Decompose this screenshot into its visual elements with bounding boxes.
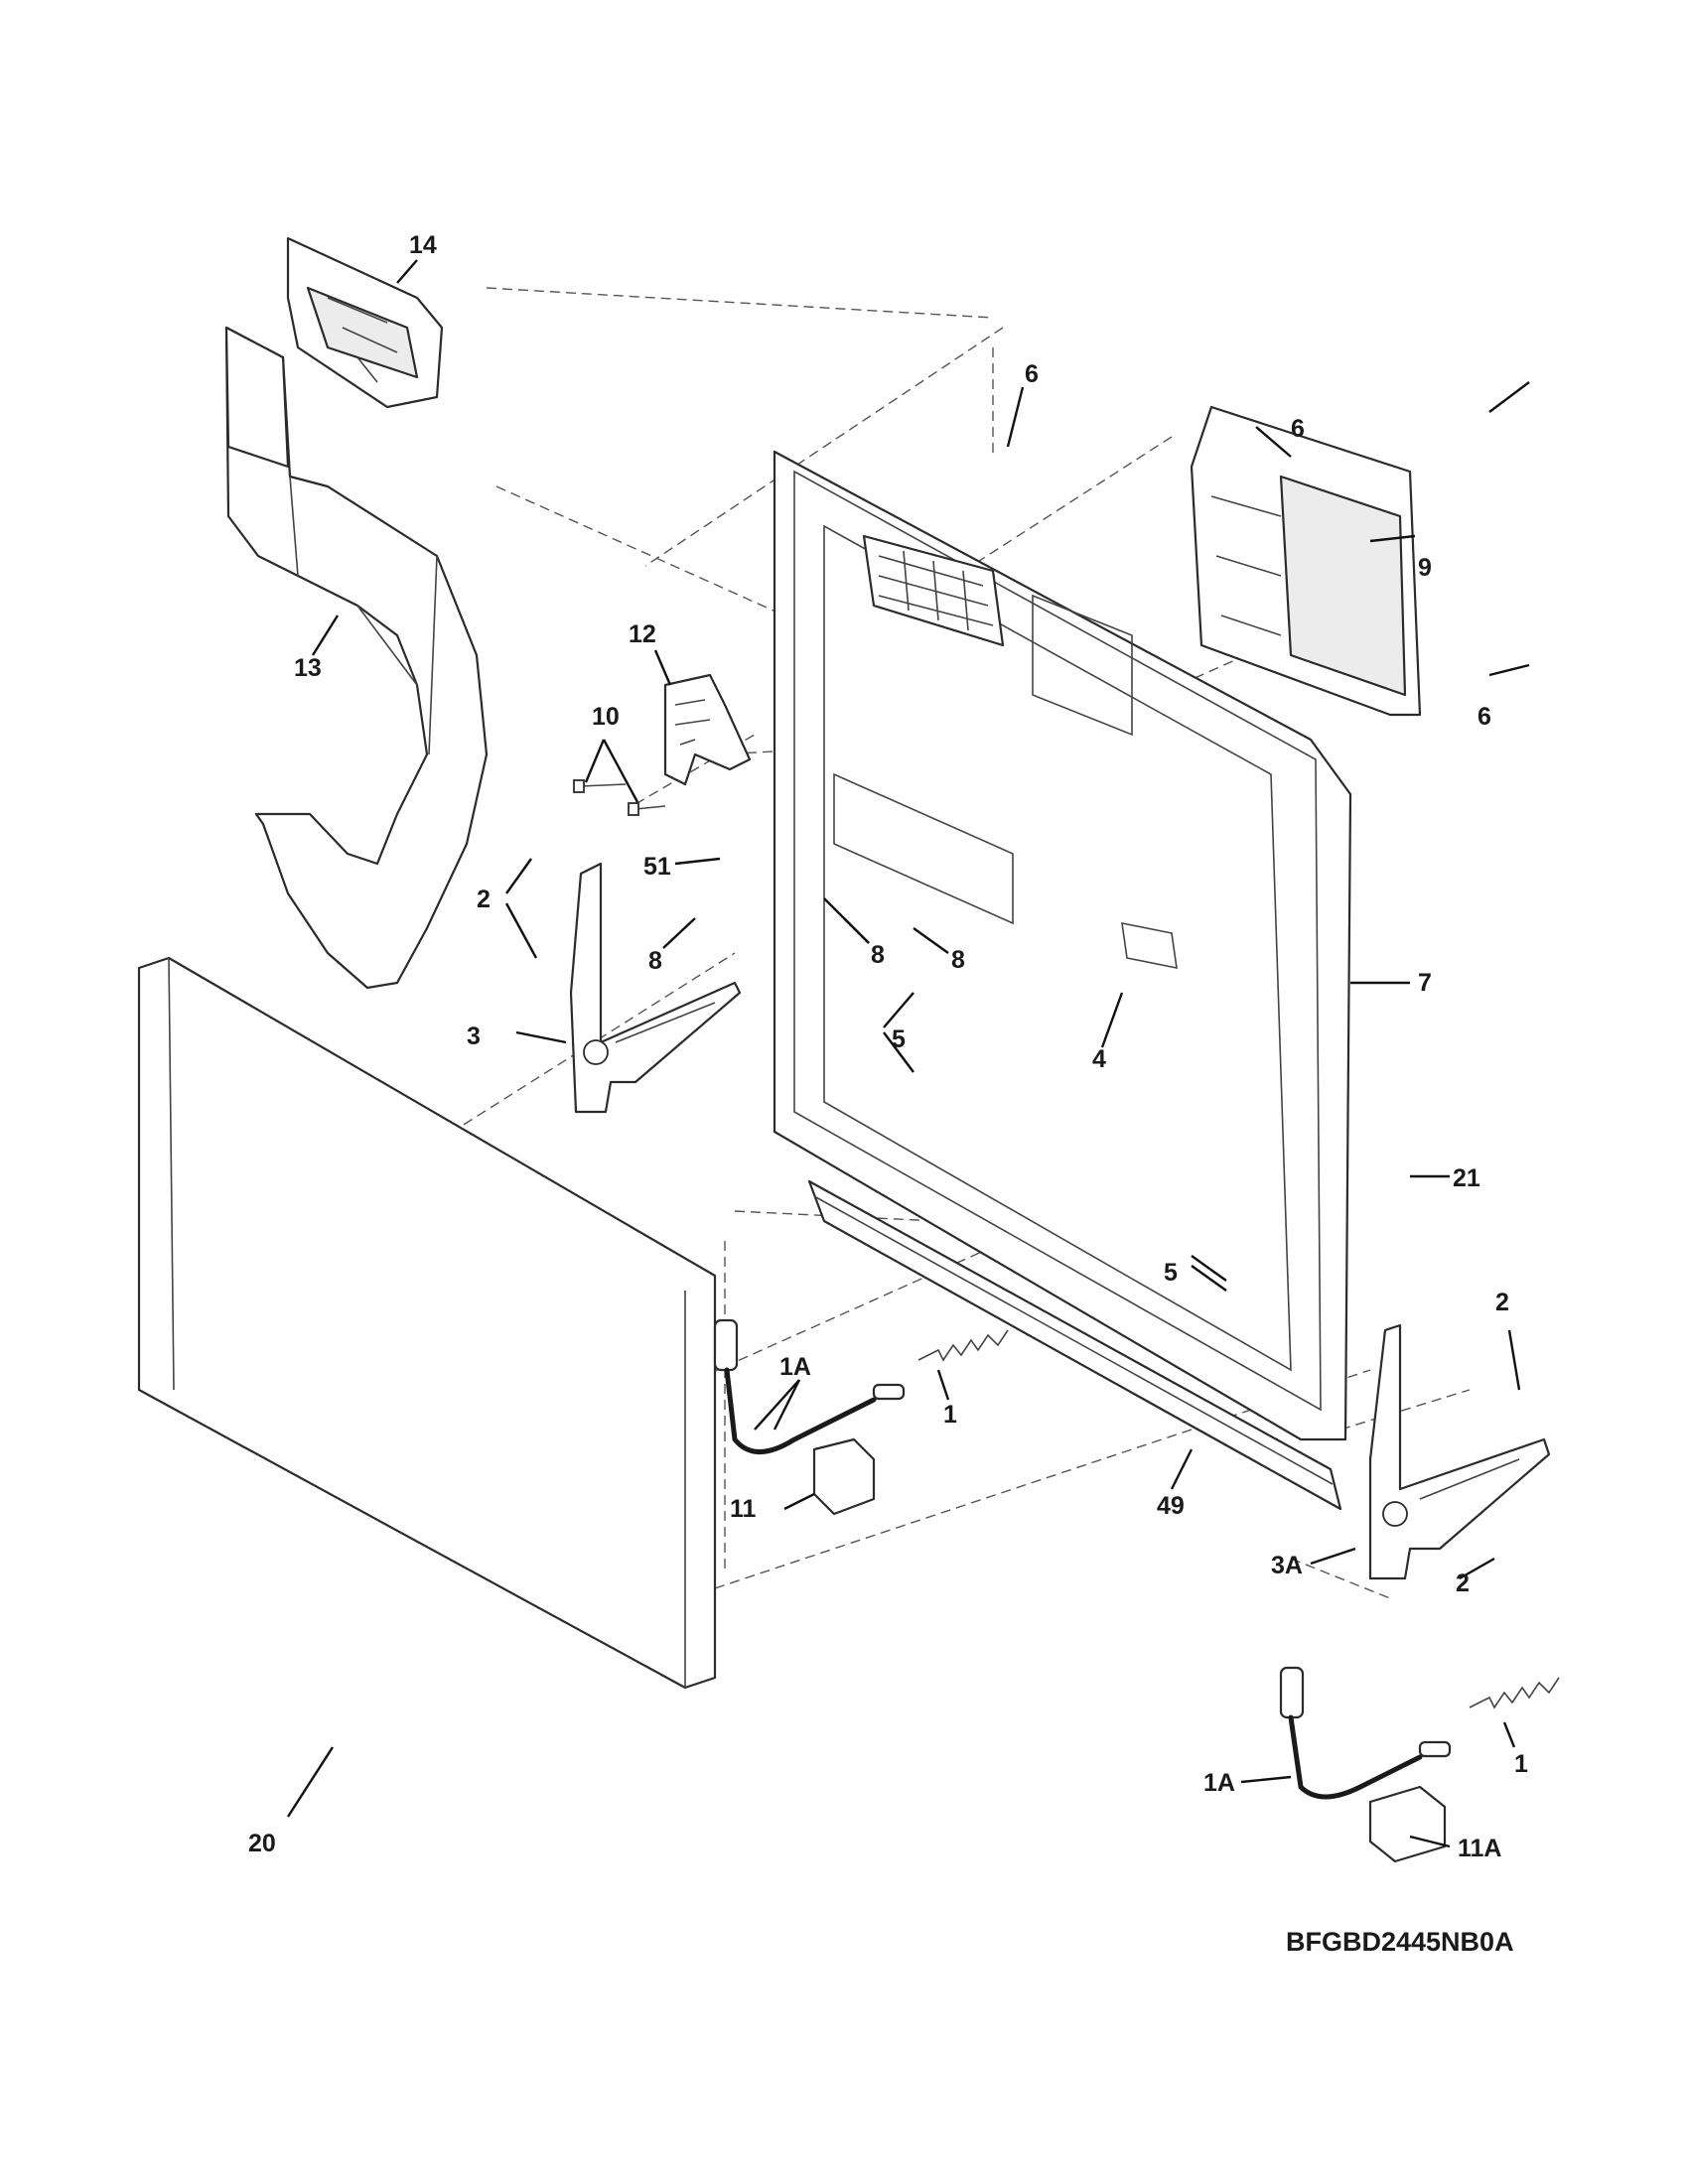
callout-12: 12	[629, 620, 656, 648]
part-1-spring-left	[917, 1329, 1009, 1362]
callout-10: 10	[592, 703, 620, 731]
callout-3A: 3A	[1271, 1552, 1303, 1579]
callout-2-right-lower: 2	[1456, 1570, 1470, 1597]
part-3-hinge-left	[569, 862, 742, 1114]
part-9-control-panel	[1190, 405, 1422, 717]
callout-9: 9	[1418, 554, 1432, 582]
callout-2-right-upper: 2	[1495, 1289, 1509, 1316]
part-20-outer-door-panel	[137, 956, 717, 1690]
part-10-screws	[573, 779, 666, 816]
callout-6-right: 6	[1477, 703, 1491, 731]
callout-6-mid: 6	[1291, 415, 1305, 443]
part-49-bottom-trim	[807, 1179, 1342, 1511]
part-12-latch	[663, 673, 752, 786]
leader-lines	[286, 259, 1530, 1848]
callout-1A-right: 1A	[1203, 1769, 1235, 1797]
part-13-duct	[224, 326, 489, 990]
callout-4: 4	[1092, 1045, 1106, 1073]
callout-49: 49	[1157, 1492, 1185, 1520]
part-1A-cable-left	[713, 1318, 906, 1454]
callout-51: 51	[643, 853, 671, 881]
callout-5-upper: 5	[892, 1025, 906, 1053]
part-1A-cable-right	[1279, 1666, 1452, 1800]
callout-8-center: 8	[871, 941, 885, 969]
callout-6-top: 6	[1025, 360, 1039, 388]
callout-3: 3	[467, 1023, 481, 1050]
callout-13: 13	[294, 654, 322, 682]
callout-8-right: 8	[951, 946, 965, 974]
part-7-inner-door-panel	[773, 450, 1352, 1441]
callout-1-left: 1	[943, 1401, 957, 1429]
callout-11: 11	[730, 1495, 757, 1523]
callout-14: 14	[409, 231, 437, 259]
part-3A-hinge-right	[1368, 1323, 1551, 1580]
callout-2-left: 2	[477, 886, 491, 913]
callout-21: 21	[1453, 1164, 1480, 1192]
callout-8-left: 8	[648, 947, 662, 975]
callout-1-right: 1	[1514, 1750, 1528, 1778]
callout-11A: 11A	[1458, 1835, 1501, 1862]
part-11A-stop	[1368, 1785, 1447, 1863]
part-11-stop	[812, 1437, 876, 1516]
callout-5-lower: 5	[1164, 1259, 1178, 1287]
diagram-code: BFGBD2445NB0A	[1286, 1927, 1514, 1957]
callout-7: 7	[1418, 969, 1432, 997]
callout-1A-left: 1A	[779, 1353, 811, 1381]
part-1-spring-right	[1469, 1677, 1560, 1709]
part-14-bracket	[286, 236, 444, 409]
callout-20: 20	[248, 1830, 276, 1857]
callout-labels: 14 13 12 10 51 2 8 8 8 3 6 6 6 9 7 4 5 5…	[248, 231, 1528, 1957]
